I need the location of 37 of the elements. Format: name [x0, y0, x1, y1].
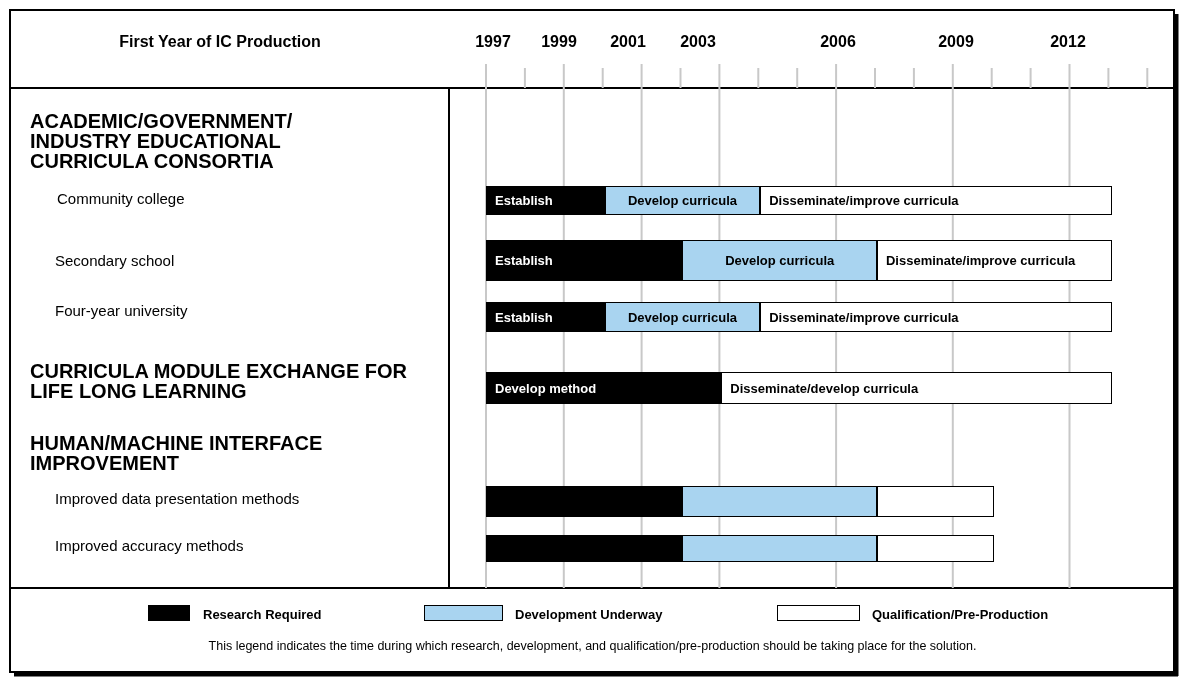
row-label: Secondary school	[55, 253, 176, 268]
column-heading: First Year of IC Production	[118, 34, 322, 50]
year-label: 2003	[679, 34, 717, 50]
timeline-bar-segment	[486, 535, 683, 562]
timeline-bar-segment: Develop curricula	[682, 240, 877, 281]
timeline-bar-segment: Disseminate/develop curricula	[721, 372, 1113, 404]
timeline-bar-segment	[682, 486, 877, 517]
row-label: Community college	[57, 191, 186, 206]
timeline-bar-segment	[876, 535, 994, 562]
section-heading: ACADEMIC/GOVERNMENT/ INDUSTRY EDUCATIONAL CURRICULA CONSORTIA	[30, 111, 294, 171]
row-label: Improved accuracy methods	[55, 538, 245, 553]
timeline-bar-segment	[486, 486, 683, 517]
timeline-bar-segment: Establish	[486, 186, 605, 215]
legend-label: Development Underway	[515, 607, 663, 622]
timeline-bar-segment: Establish	[486, 302, 605, 332]
timeline-bar-segment: Develop curricula	[604, 302, 761, 332]
timeline-bar-segment: Develop curricula	[604, 186, 761, 215]
timeline-bar-segment: Develop method	[486, 372, 722, 404]
row-label: Improved data presentation methods	[55, 491, 301, 506]
timeline-bar-segment	[682, 535, 877, 562]
timeline-bar-segment: Disseminate/improve curricula	[876, 240, 1113, 281]
year-label: 2006	[819, 34, 857, 50]
year-label: 2001	[609, 34, 647, 50]
legend-label: Research Required	[203, 607, 322, 622]
legend-note: This legend indicates the time during which research, development, and qualification/pre-production should be taking place for the solution.	[207, 640, 978, 653]
timeline-bar-segment	[876, 486, 994, 517]
year-label: 2012	[1049, 34, 1087, 50]
row-label: Four-year university	[55, 303, 189, 318]
timeline-bar-segment: Establish	[486, 240, 683, 281]
timeline-bar-segment: Disseminate/improve curricula	[760, 302, 1113, 332]
section-heading: HUMAN/MACHINE INTERFACE IMPROVEMENT	[30, 433, 324, 473]
year-label: 2009	[937, 34, 975, 50]
timeline-bar-segment: Disseminate/improve curricula	[760, 186, 1113, 215]
legend-label: Qualification/Pre-Production	[872, 607, 1049, 622]
year-label: 1997	[474, 34, 512, 50]
year-label: 1999	[540, 34, 578, 50]
section-heading: CURRICULA MODULE EXCHANGE FOR LIFE LONG LEARNING	[30, 361, 409, 401]
